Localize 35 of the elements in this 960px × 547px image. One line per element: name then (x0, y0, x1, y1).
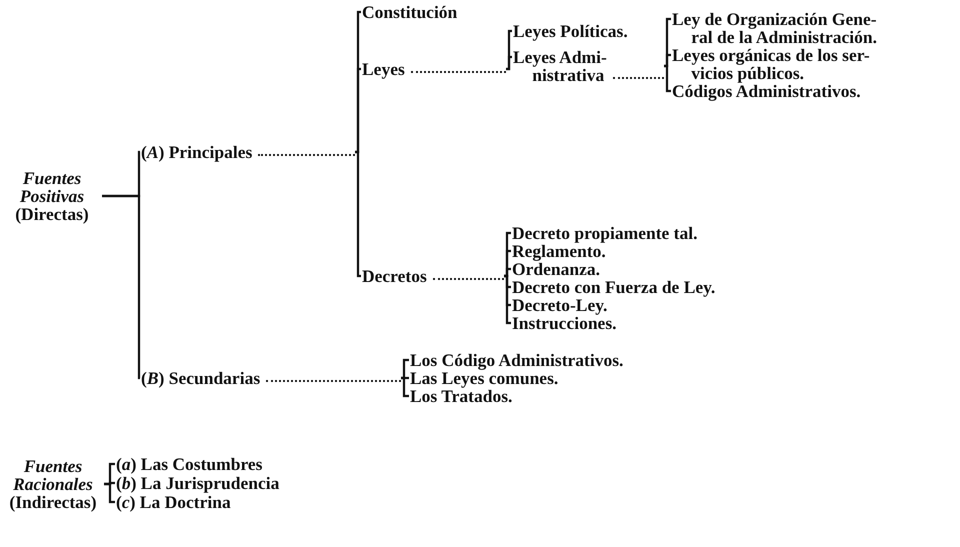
category-label: Leyes orgánicas de los ser- vicios públicos. (672, 46, 870, 82)
category-label: (B) Secundarias (141, 369, 260, 387)
category-label: Leyes Políticas. (513, 22, 628, 40)
category-label: Los Código Administrativos. (410, 351, 624, 369)
bracket-line (401, 376, 409, 398)
category-label: (b) La Jurisprudencia (116, 474, 280, 492)
category-label: Decreto-Ley. (512, 296, 608, 314)
category-heading: Fuentes Positivas (Directas) (14, 169, 90, 223)
bracket-line (664, 64, 671, 92)
category-label: (c) La Doctrina (116, 493, 231, 511)
bracket-line (504, 268, 511, 278)
category-label: Decreto propiamente tal. (512, 224, 698, 242)
category-heading: Fuentes Racionales (Indirectas) (8, 457, 98, 511)
bracket-line (401, 358, 409, 380)
category-label: Constitución (362, 3, 458, 21)
category-label: Ordenanza. (512, 260, 600, 278)
category-label: Instrucciones. (512, 314, 617, 332)
category-label: Leyes Admi- nistrativa (513, 48, 607, 84)
bracket-line (506, 56, 512, 70)
category-label: Las Leyes comunes. (410, 369, 558, 387)
bracket-line (355, 68, 361, 154)
category-label: Ley de Organización Gene- ral de la Administración. (672, 10, 877, 46)
category-label: Los Tratados. (410, 387, 512, 405)
bracket-line (355, 150, 361, 278)
bracket-line (504, 274, 511, 324)
category-label: Decretos (362, 267, 427, 285)
category-label: (a) Las Costumbres (116, 455, 262, 473)
category-label: Códigos Administrativos. (672, 82, 861, 100)
bracket-line (104, 482, 115, 504)
category-label: Leyes (362, 60, 405, 78)
category-label: Reglamento. (512, 242, 606, 260)
bracket-line (664, 54, 671, 68)
category-label: Decreto con Fuerza de Ley. (512, 278, 716, 296)
category-label: (A) Principales (141, 143, 252, 161)
bracket-line (102, 194, 141, 380)
